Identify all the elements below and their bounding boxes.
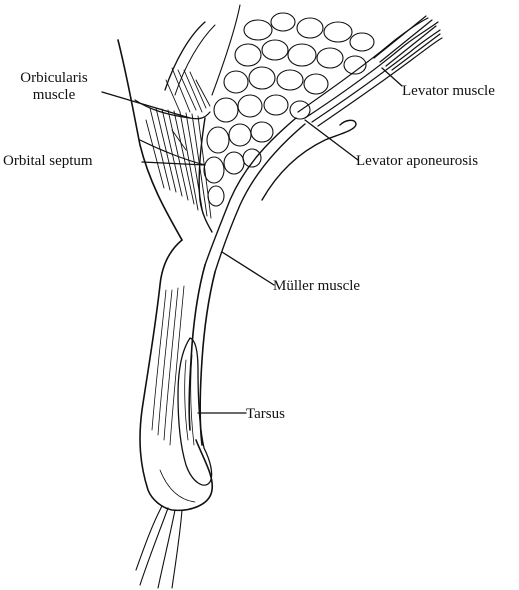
label-muller-muscle: Müller muscle xyxy=(273,278,361,294)
label-levator-aponeurosis: Levator aponeurosis xyxy=(356,153,479,169)
levator-aponeurosis xyxy=(204,117,357,273)
label-levator-muscle: Levator muscle xyxy=(402,83,495,99)
label-orbicularis-line2: muscle xyxy=(32,87,76,103)
eyelid-body xyxy=(139,239,216,512)
label-orbicularis-line1: Orbicularis xyxy=(20,70,88,86)
tarsus xyxy=(177,337,213,486)
orbital-septum xyxy=(198,117,213,233)
orbital-fat xyxy=(203,4,375,207)
label-tarsus: Tarsus xyxy=(246,406,285,422)
leader-muller xyxy=(221,251,275,286)
eyelashes xyxy=(135,505,183,589)
leader-levator xyxy=(381,67,403,87)
leader-septum xyxy=(141,161,206,166)
leader-aponeurosis xyxy=(304,119,359,161)
levator-muscle xyxy=(297,15,443,127)
label-orbicularis-muscle: Orbicularis muscle xyxy=(6,70,102,104)
leader-lines xyxy=(101,67,403,414)
label-orbital-septum: Orbital septum xyxy=(3,153,93,169)
leader-orbicularis xyxy=(101,91,191,119)
orbicularis-muscle xyxy=(117,21,216,241)
